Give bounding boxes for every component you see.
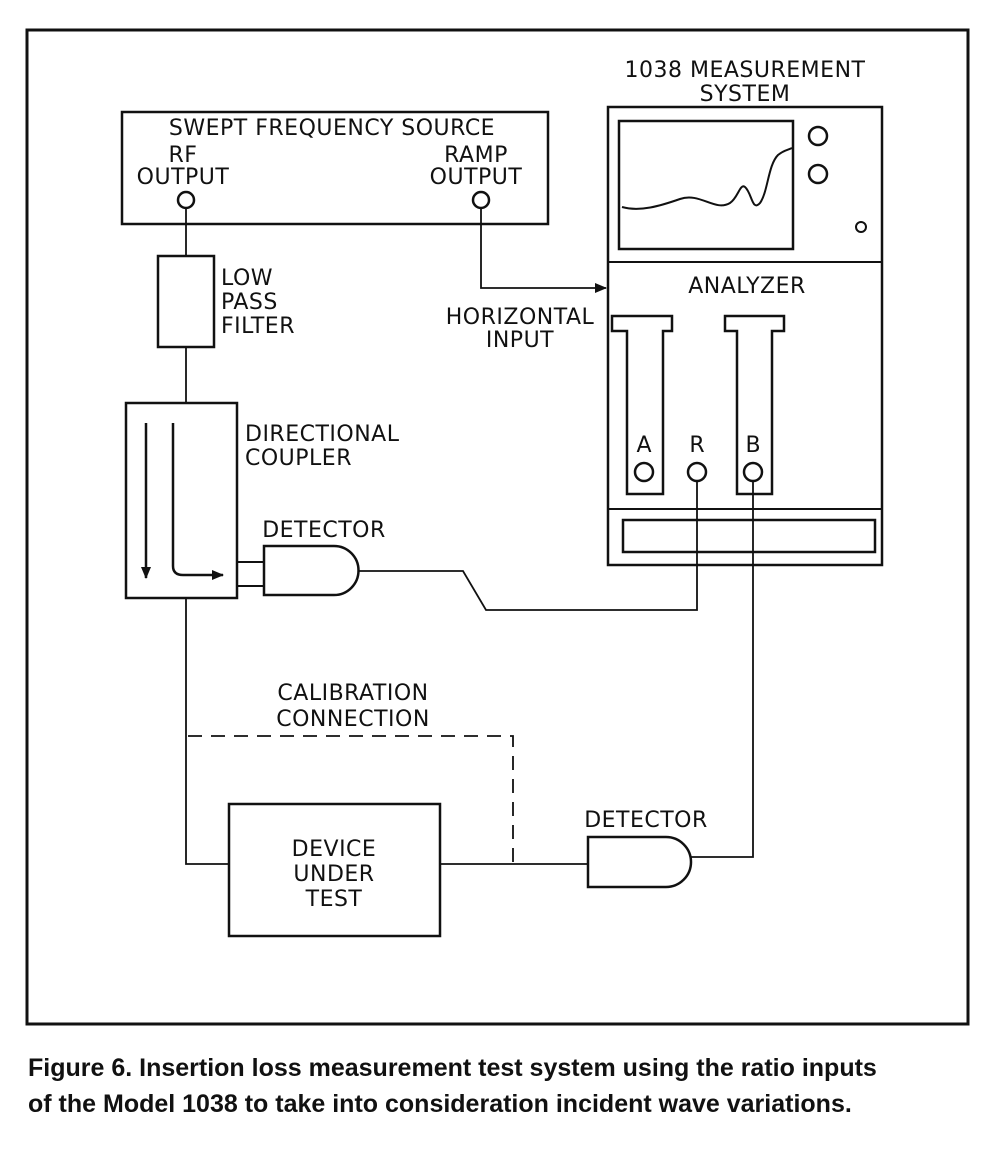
channel-a-jack xyxy=(633,461,655,483)
horizontal-input-label-line1: HORIZONTAL xyxy=(446,305,595,330)
analyzer-label: ANALYZER xyxy=(688,274,806,299)
measurement-system-box xyxy=(606,105,884,567)
detector-1-label: DETECTOR xyxy=(262,518,386,543)
display-knob-1 xyxy=(807,125,829,147)
display-trace xyxy=(621,147,793,210)
rf-output-jack xyxy=(176,190,196,210)
detector-1-to-r-wire xyxy=(358,481,698,611)
filter-label-line3: FILTER xyxy=(221,314,295,339)
detector-2-label: DETECTOR xyxy=(584,808,708,833)
ramp-output-jack xyxy=(471,190,491,210)
channel-r-label: R xyxy=(689,433,704,458)
horizontal-input-label-line2: INPUT xyxy=(486,328,554,353)
display-knob-2 xyxy=(807,163,829,185)
ramp-output-label-line2: OUTPUT xyxy=(430,165,523,190)
channel-a-label: A xyxy=(636,433,651,458)
dut-label-line2: UNDER xyxy=(293,862,374,887)
directional-coupler-box xyxy=(124,401,239,600)
calibration-label-line1: CALIBRATION xyxy=(277,681,428,706)
display-screen xyxy=(617,119,795,251)
device-under-test-box xyxy=(227,802,442,938)
system-title-line1: 1038 MEASUREMENT xyxy=(625,58,866,83)
caption-line-1: Figure 6. Insertion loss measurement tes… xyxy=(28,1054,877,1082)
coupler-label-line1: DIRECTIONAL xyxy=(245,422,400,447)
caption-line-2: of the Model 1038 to take into considera… xyxy=(28,1090,852,1118)
ramp-to-horizontal-wire xyxy=(480,208,607,293)
coupler-label-line2: COUPLER xyxy=(245,446,352,471)
system-title-line2: SYSTEM xyxy=(700,82,791,107)
channel-r-jack xyxy=(686,461,708,483)
channel-a-slot xyxy=(610,314,674,496)
detector-2-to-b-wire xyxy=(691,481,754,858)
ramp-output-label-line1: RAMP xyxy=(444,143,508,168)
calibration-label-line2: CONNECTION xyxy=(276,707,430,732)
figure-caption: Figure 6. Insertion loss measurement tes… xyxy=(28,1050,978,1122)
display-knob-3 xyxy=(855,221,867,233)
figure-frame xyxy=(25,28,970,1026)
calibration-connection-path xyxy=(188,735,514,864)
detector-2-body xyxy=(586,835,693,889)
swept-source-title: SWEPT FREQUENCY SOURCE xyxy=(169,116,495,141)
filter-label-line2: PASS xyxy=(221,290,278,315)
coupler-coupled-arrow xyxy=(171,423,224,580)
channel-b-jack xyxy=(742,461,764,483)
dut-label-line3: TEST xyxy=(305,887,363,912)
channel-b-slot xyxy=(723,314,786,496)
coupler-to-dut-wire xyxy=(185,598,229,865)
swept-source-box xyxy=(120,110,550,226)
dut-label-line1: DEVICE xyxy=(292,837,377,862)
channel-b-label: B xyxy=(745,433,760,458)
detector-1-body xyxy=(262,544,360,597)
low-pass-filter-box xyxy=(156,254,216,349)
rf-output-label-line2: OUTPUT xyxy=(137,165,230,190)
rf-output-label-line1: RF xyxy=(169,143,198,168)
filter-label-line1: LOW xyxy=(221,266,273,291)
analyzer-readout-panel xyxy=(621,518,877,554)
